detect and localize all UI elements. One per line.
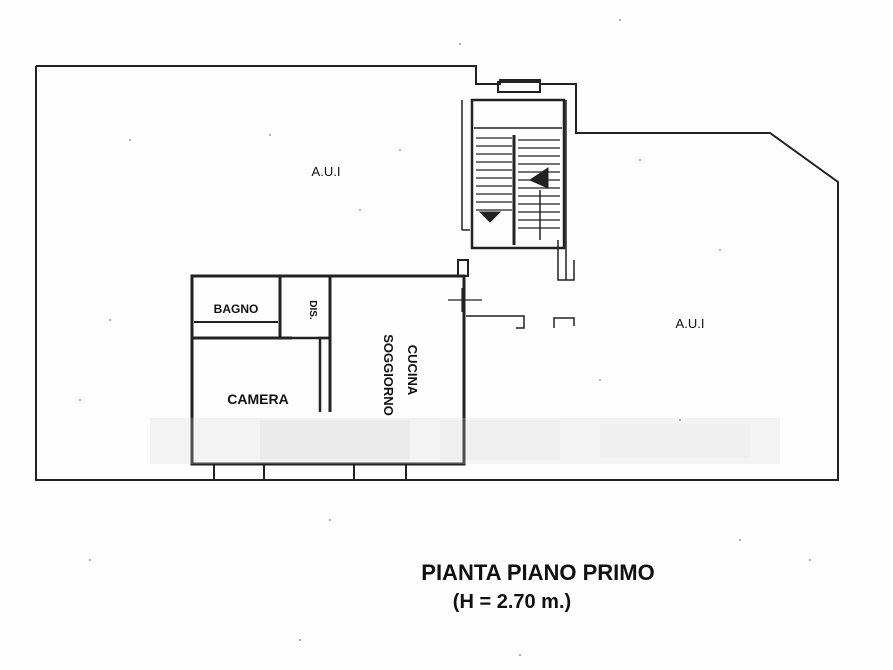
unit-entry-stub	[457, 259, 469, 277]
corridor-wall-small	[553, 317, 575, 328]
aui-left-label: A.U.I	[312, 164, 341, 179]
stair-landing-top	[497, 81, 541, 93]
living-room-label: SOGGIORNO	[381, 334, 396, 416]
stair-wall-right-return	[557, 240, 575, 281]
aui-right-label: A.U.I	[676, 316, 705, 331]
stair-arrow-up	[528, 167, 549, 189]
stair-treads-right	[518, 139, 560, 229]
hall-room	[278, 274, 332, 340]
stair-treads-left	[476, 137, 512, 211]
outer-wall	[35, 65, 839, 481]
staircase	[461, 81, 575, 281]
corridor-wall-lower	[466, 315, 525, 329]
window-bottom-2	[353, 463, 407, 481]
stair-arrow-down	[478, 211, 502, 223]
plan-height-note: (H = 2.70 m.)	[453, 591, 571, 613]
apartment-unit	[190, 259, 575, 481]
outer-boundary	[35, 65, 839, 481]
stair-frame	[470, 98, 566, 250]
disimpegno-label: DIS.	[307, 300, 318, 320]
kitchen-label: CUCINA	[405, 345, 420, 396]
bathroom-label: BAGNO	[214, 302, 259, 316]
plan-title: PIANTA PIANO PRIMO	[421, 560, 654, 585]
scan-noise	[79, 19, 811, 656]
window-bottom-1	[213, 463, 265, 481]
watermark	[150, 418, 780, 464]
bedroom-label: CAMERA	[227, 391, 288, 407]
